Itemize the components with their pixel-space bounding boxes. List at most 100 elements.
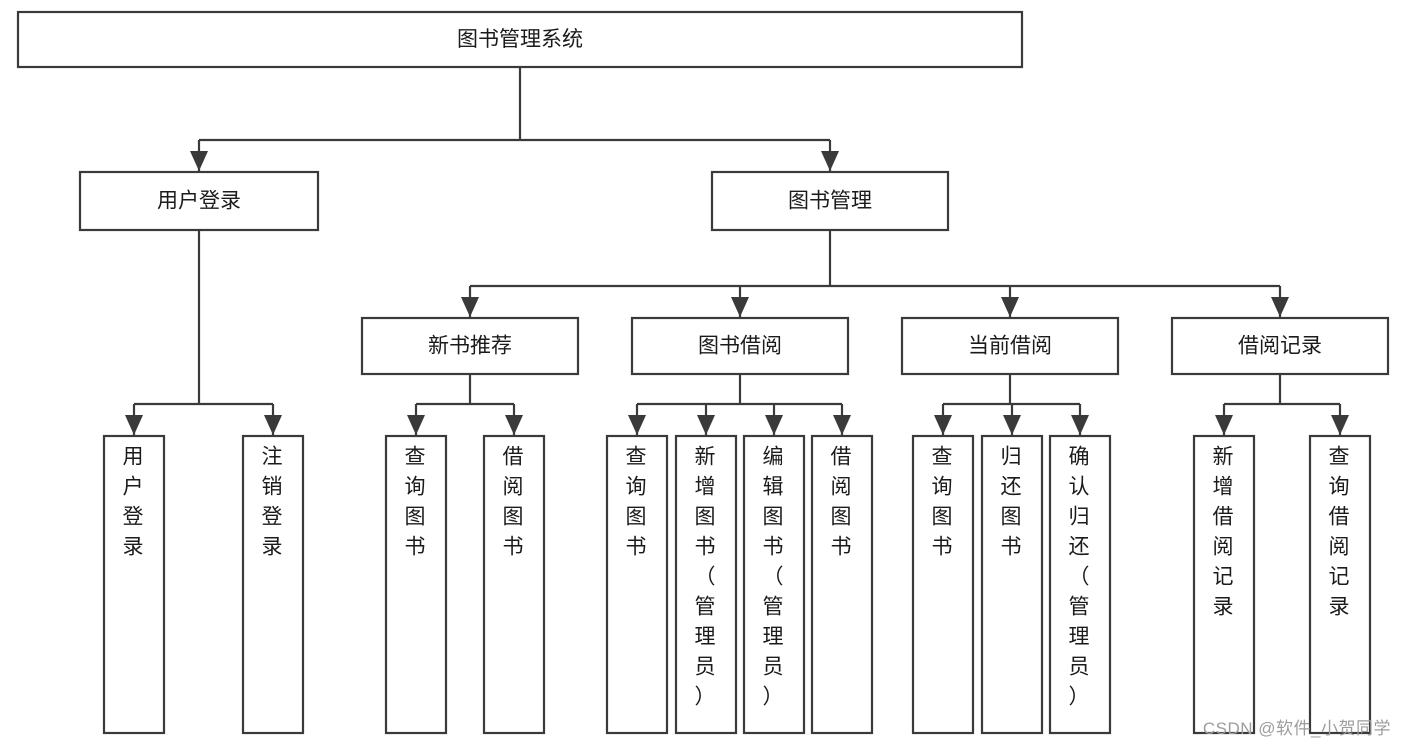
node-label-leaf-borrow-book-rec: 阅 [503,476,526,499]
node-label-leaf-return-book: 归 [1001,446,1024,469]
node-label-leaf-query-book-cur: 查 [932,446,955,469]
node-box-leaf-query-book-borrow [605,434,669,735]
node-label-leaf-confirm-return: 员 [1069,656,1092,679]
arrow-head [190,151,208,171]
node-label-leaf-confirm-return: （ [1069,566,1092,589]
node-label-leaf-borrow-book: 书 [831,536,854,559]
node-label-leaf-query-record: 查 [1329,446,1352,469]
node-box-leaf-user-logout [241,434,305,735]
arrow-head [765,415,783,435]
node-label-leaf-query-record: 借 [1329,506,1352,529]
edge-group-book-manage [461,230,1289,317]
node-label-leaf-confirm-return: 管 [1069,596,1092,619]
arrow-head [1001,297,1019,317]
node-label-leaf-return-book: 还 [1001,476,1024,499]
node-label-leaf-edit-book: 书 [763,536,786,559]
node-box-borrow-record [1170,316,1390,376]
node-label-leaf-add-record: 记 [1213,566,1236,589]
edge-layer [125,67,1349,435]
node-borrow-record[interactable]: 借阅记录 [1170,316,1390,376]
node-label-leaf-user-login: 户 [123,476,146,499]
node-box-book-manage [710,170,950,232]
node-current-borrow[interactable]: 当前借阅 [900,316,1120,376]
node-box-leaf-add-book [674,434,738,735]
node-label-leaf-query-book-rec: 查 [405,446,428,469]
node-label-leaf-query-book-cur: 图 [932,506,955,529]
node-label-leaf-edit-book: 管 [763,596,786,619]
arrow-head [833,415,851,435]
node-label-leaf-query-book-borrow: 询 [626,476,649,499]
node-book-manage[interactable]: 图书管理 [710,170,950,232]
node-label-leaf-borrow-book-rec: 图 [503,506,526,529]
node-label-leaf-add-book: 图 [695,506,718,529]
arrow-head [125,415,143,435]
node-label-leaf-return-book: 图 [1001,506,1024,529]
node-leaf-user-login[interactable]: 用户登录 [102,434,166,735]
node-label-leaf-query-book-borrow: 图 [626,506,649,529]
node-box-leaf-borrow-book [810,434,874,735]
node-label-leaf-add-book: 员 [695,656,718,679]
node-layer: 图书管理系统用户登录图书管理新书推荐图书借阅当前借阅借阅记录用户登录注销登录查询… [16,10,1390,735]
node-label-leaf-add-record: 阅 [1213,536,1236,559]
arrow-head [821,151,839,171]
node-label-leaf-add-book: 增 [695,476,718,499]
node-label-leaf-user-logout: 注 [262,446,285,469]
node-label-leaf-user-login: 用 [123,446,146,469]
node-box-leaf-borrow-book-rec [482,434,546,735]
node-label-new-book-recommend: 新书推荐 [428,335,512,358]
node-label-leaf-query-book-cur: 询 [932,476,955,499]
node-label-leaf-user-login: 登 [123,506,146,529]
node-label-leaf-edit-book: 编 [763,446,786,469]
node-label-leaf-query-book-rec: 询 [405,476,428,499]
node-box-leaf-query-record [1308,434,1372,735]
node-box-leaf-edit-book [742,434,806,735]
node-label-leaf-query-record: 录 [1329,596,1352,619]
node-label-leaf-query-record: 阅 [1329,536,1352,559]
node-label-leaf-edit-book: 员 [763,656,786,679]
node-label-leaf-query-record: 询 [1329,476,1352,499]
node-label-leaf-return-book: 书 [1001,536,1024,559]
node-box-leaf-add-record [1192,434,1256,735]
edge-group-new-book-recommend [407,374,523,435]
node-label-leaf-add-book: ） [695,686,718,709]
arrow-head [697,415,715,435]
arrow-head [1271,297,1289,317]
node-new-book-recommend[interactable]: 新书推荐 [360,316,580,376]
node-box-leaf-return-book [980,434,1044,735]
node-book-borrow[interactable]: 图书借阅 [630,316,850,376]
node-label-leaf-user-logout: 登 [262,506,285,529]
arrow-head [731,297,749,317]
arrow-head [1071,415,1089,435]
node-label-leaf-confirm-return: 归 [1069,506,1092,529]
node-label-leaf-query-book-borrow: 查 [626,446,649,469]
node-label-leaf-confirm-return: 确 [1069,446,1092,469]
node-label-leaf-borrow-book-rec: 借 [503,446,526,469]
node-user-login[interactable]: 用户登录 [78,170,320,232]
node-root[interactable]: 图书管理系统 [16,10,1024,69]
arrow-head [628,415,646,435]
edge-group-book-borrow [628,374,851,435]
node-box-new-book-recommend [360,316,580,376]
node-label-leaf-add-book: （ [695,566,718,589]
node-label-leaf-add-record: 录 [1213,596,1236,619]
node-label-leaf-edit-book: （ [763,566,786,589]
node-label-leaf-add-record: 增 [1213,476,1236,499]
node-label-leaf-add-book: 新 [695,446,718,469]
node-label-leaf-confirm-return: 认 [1069,476,1092,499]
arrow-head [1003,415,1021,435]
edge-group-current-borrow [934,374,1089,435]
